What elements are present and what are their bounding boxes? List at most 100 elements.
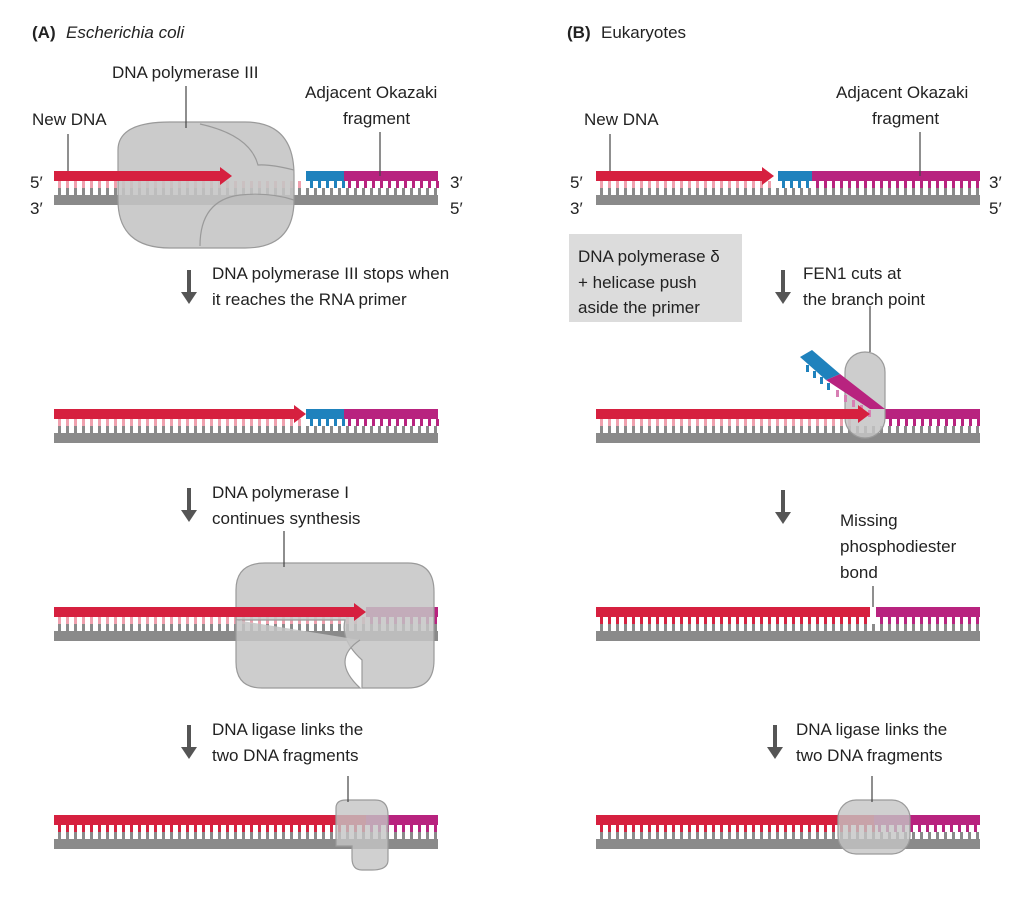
template-tick bbox=[186, 624, 189, 631]
base-tick bbox=[680, 617, 683, 624]
base-tick bbox=[396, 419, 399, 426]
template-tick bbox=[944, 624, 947, 631]
template-tick bbox=[114, 426, 117, 433]
template-tick bbox=[976, 832, 979, 839]
template-tick bbox=[58, 426, 61, 433]
base-tick bbox=[664, 617, 667, 624]
template-tick bbox=[90, 624, 93, 631]
base-tick bbox=[608, 419, 611, 426]
base-tick bbox=[114, 617, 117, 624]
base-tick bbox=[928, 181, 931, 188]
template-tick bbox=[330, 188, 333, 195]
base-tick bbox=[356, 181, 359, 188]
displaced-okazaki bbox=[826, 374, 885, 409]
base-tick bbox=[326, 181, 329, 188]
template-tick bbox=[106, 426, 109, 433]
base-tick bbox=[656, 181, 659, 188]
base-tick bbox=[696, 825, 699, 832]
template-tick bbox=[58, 832, 61, 839]
template-tick bbox=[370, 188, 373, 195]
base-tick bbox=[824, 181, 827, 188]
template-tick bbox=[840, 426, 843, 433]
template-tick bbox=[106, 188, 109, 195]
base-tick bbox=[680, 419, 683, 426]
template-tick bbox=[178, 426, 181, 433]
template-tick bbox=[274, 426, 277, 433]
down-arrow-shaft bbox=[187, 488, 191, 514]
template-tick bbox=[704, 426, 707, 433]
template-tick bbox=[170, 832, 173, 839]
base-tick bbox=[704, 181, 707, 188]
template-tick bbox=[66, 624, 69, 631]
new-dna-arrow bbox=[596, 405, 870, 423]
template-tick bbox=[744, 624, 747, 631]
template-tick bbox=[912, 426, 915, 433]
template-tick bbox=[624, 832, 627, 839]
base-tick bbox=[720, 617, 723, 624]
template-tick bbox=[114, 832, 117, 839]
template-tick bbox=[792, 624, 795, 631]
flap-tick bbox=[868, 410, 871, 417]
three-prime-top-a: 3′ bbox=[450, 173, 463, 192]
template-tick bbox=[378, 426, 381, 433]
base-tick bbox=[210, 825, 213, 832]
template-tick bbox=[928, 426, 931, 433]
template-tick bbox=[856, 188, 859, 195]
template-tick bbox=[330, 832, 333, 839]
template-tick bbox=[632, 426, 635, 433]
template-tick bbox=[186, 832, 189, 839]
template-tick bbox=[298, 188, 301, 195]
template-tick bbox=[856, 624, 859, 631]
template-tick bbox=[792, 832, 795, 839]
base-tick bbox=[808, 825, 811, 832]
template-tick bbox=[720, 426, 723, 433]
base-tick bbox=[242, 825, 245, 832]
base-tick bbox=[800, 617, 803, 624]
template-tick bbox=[800, 832, 803, 839]
template-tick bbox=[632, 624, 635, 631]
base-tick bbox=[342, 419, 345, 426]
base-tick bbox=[106, 825, 109, 832]
base-tick bbox=[704, 825, 707, 832]
base-tick bbox=[428, 419, 431, 426]
template-tick bbox=[888, 426, 891, 433]
template-tick bbox=[672, 188, 675, 195]
base-tick bbox=[318, 181, 321, 188]
template-tick bbox=[138, 832, 141, 839]
base-tick bbox=[298, 181, 301, 188]
base-tick bbox=[953, 419, 956, 426]
base-tick bbox=[98, 825, 101, 832]
base-tick bbox=[752, 617, 755, 624]
template-tick bbox=[808, 426, 811, 433]
base-tick bbox=[218, 617, 221, 624]
template-tick bbox=[776, 624, 779, 631]
template-tick bbox=[640, 624, 643, 631]
base-tick bbox=[936, 181, 939, 188]
base-tick bbox=[688, 617, 691, 624]
base-tick bbox=[656, 617, 659, 624]
flap-tick bbox=[836, 390, 839, 397]
base-tick bbox=[889, 419, 892, 426]
down-arrow-head bbox=[181, 292, 197, 304]
base-tick bbox=[688, 825, 691, 832]
base-tick bbox=[768, 617, 771, 624]
template-tick bbox=[130, 832, 133, 839]
template-tick bbox=[330, 624, 333, 631]
base-tick bbox=[210, 419, 213, 426]
base-tick bbox=[106, 419, 109, 426]
base-tick bbox=[600, 825, 603, 832]
template-tick bbox=[210, 426, 213, 433]
template-tick bbox=[354, 188, 357, 195]
template-tick bbox=[434, 188, 437, 195]
base-tick bbox=[130, 825, 133, 832]
base-tick bbox=[712, 419, 715, 426]
template-tick bbox=[688, 832, 691, 839]
dna-polymerase-iii bbox=[117, 121, 295, 249]
base-tick bbox=[784, 617, 787, 624]
okazaki-fragment bbox=[876, 607, 980, 617]
base-tick bbox=[736, 419, 739, 426]
template-tick bbox=[202, 832, 205, 839]
template-tick bbox=[832, 832, 835, 839]
template-tick bbox=[960, 624, 963, 631]
base-tick bbox=[162, 617, 165, 624]
